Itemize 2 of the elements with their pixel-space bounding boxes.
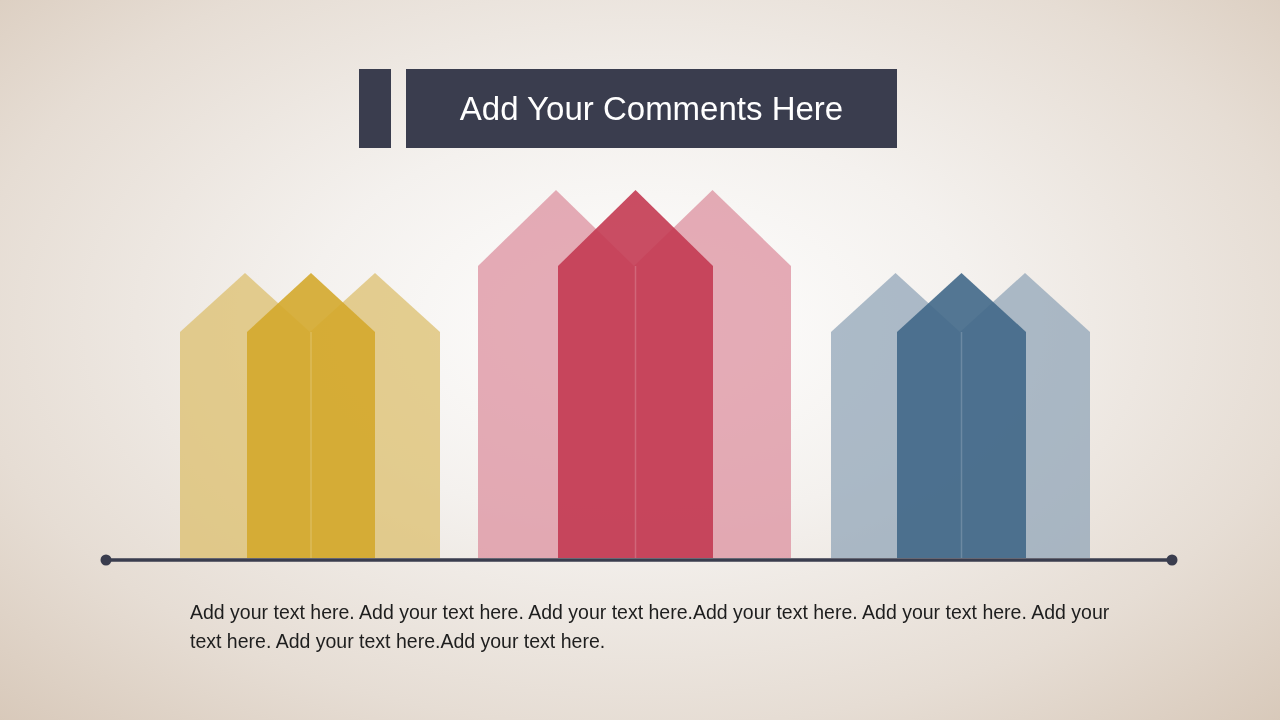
body-text: Add your text here. Add your text here. Add your text here.Add your text here. Add your text here. Add your text here. Add your text here.Add your text here. [190,600,1110,654]
title-banner: Add Your Comments Here [406,69,897,148]
